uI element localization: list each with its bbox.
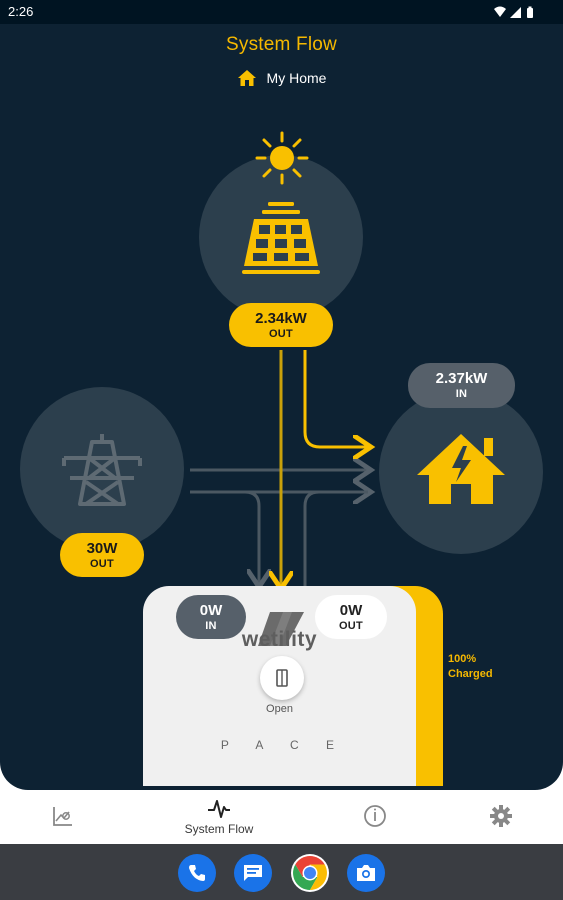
battery-status-icon — [527, 6, 533, 18]
home-energy-icon — [417, 434, 505, 504]
battery-model: P A C E — [220, 738, 347, 752]
site-name: My Home — [266, 70, 327, 86]
chrome-icon — [293, 856, 327, 890]
battery-in-value: 0W — [199, 601, 223, 619]
home-value-pill: 2.37kW IN — [408, 363, 515, 408]
sun-icon — [255, 131, 309, 185]
camera-icon — [357, 865, 375, 881]
page-title: System Flow — [226, 34, 337, 55]
battery-to-home-line — [303, 490, 368, 592]
grid-to-battery-line — [190, 490, 259, 584]
battery-in-direction: IN — [205, 619, 217, 632]
home-icon — [237, 70, 256, 86]
solar-direction: OUT — [268, 327, 294, 340]
system-dock — [0, 844, 563, 900]
messages-icon — [244, 865, 262, 881]
battery-out-direction: OUT — [338, 619, 364, 632]
grid-direction: OUT — [89, 557, 115, 570]
charge-percent: 100% — [448, 653, 477, 665]
battery-in-pill: 0W IN — [176, 595, 246, 639]
nav-system-flow-label: System Flow — [184, 822, 254, 836]
dock-camera[interactable] — [347, 854, 385, 892]
solar-value: 2.34kW — [255, 309, 307, 327]
grid-to-home-lines — [190, 470, 368, 492]
bottom-nav: System Flow — [0, 790, 563, 844]
open-label: Open — [266, 703, 293, 715]
charge-status: 100% Charged — [448, 652, 508, 682]
signal-icon — [510, 7, 521, 18]
status-time: 2:26 — [8, 4, 34, 19]
battery-out-value: 0W — [339, 601, 363, 619]
solar-to-home-line — [303, 350, 368, 447]
battery-logo-overlay — [258, 612, 304, 646]
dock-chrome[interactable] — [291, 854, 329, 892]
pulse-icon — [208, 800, 230, 818]
status-icons — [494, 6, 533, 18]
nav-analytics[interactable] — [3, 790, 123, 844]
solar-panel-icon — [242, 202, 320, 274]
nav-info[interactable] — [315, 790, 435, 844]
phone-icon — [189, 865, 205, 881]
gear-icon — [490, 805, 512, 827]
grid-value-pill: 30W OUT — [60, 533, 144, 577]
home-direction: IN — [455, 388, 468, 400]
open-battery-button[interactable] — [260, 656, 304, 700]
dock-messages[interactable] — [234, 854, 272, 892]
nav-system-flow[interactable]: System Flow — [159, 790, 279, 844]
battery-out-pill: 0W OUT — [315, 595, 387, 639]
wifi-icon — [494, 6, 506, 17]
home-value: 2.37kW — [435, 370, 488, 387]
power-tower-icon — [62, 434, 142, 506]
site-selector[interactable]: My Home — [0, 68, 563, 88]
flow-diagram — [20, 131, 543, 646]
dock-phone[interactable] — [178, 854, 216, 892]
info-gauge-icon — [364, 805, 386, 827]
battery-brand: wetility — [241, 628, 318, 651]
charge-status-text: Charged — [448, 668, 493, 680]
status-bar: 2:26 — [0, 0, 563, 24]
nav-settings[interactable] — [441, 790, 561, 844]
solar-value-pill: 2.34kW OUT — [229, 303, 333, 347]
analytics-icon — [53, 807, 72, 826]
door-icon — [276, 669, 288, 687]
grid-value: 30W — [86, 539, 118, 557]
